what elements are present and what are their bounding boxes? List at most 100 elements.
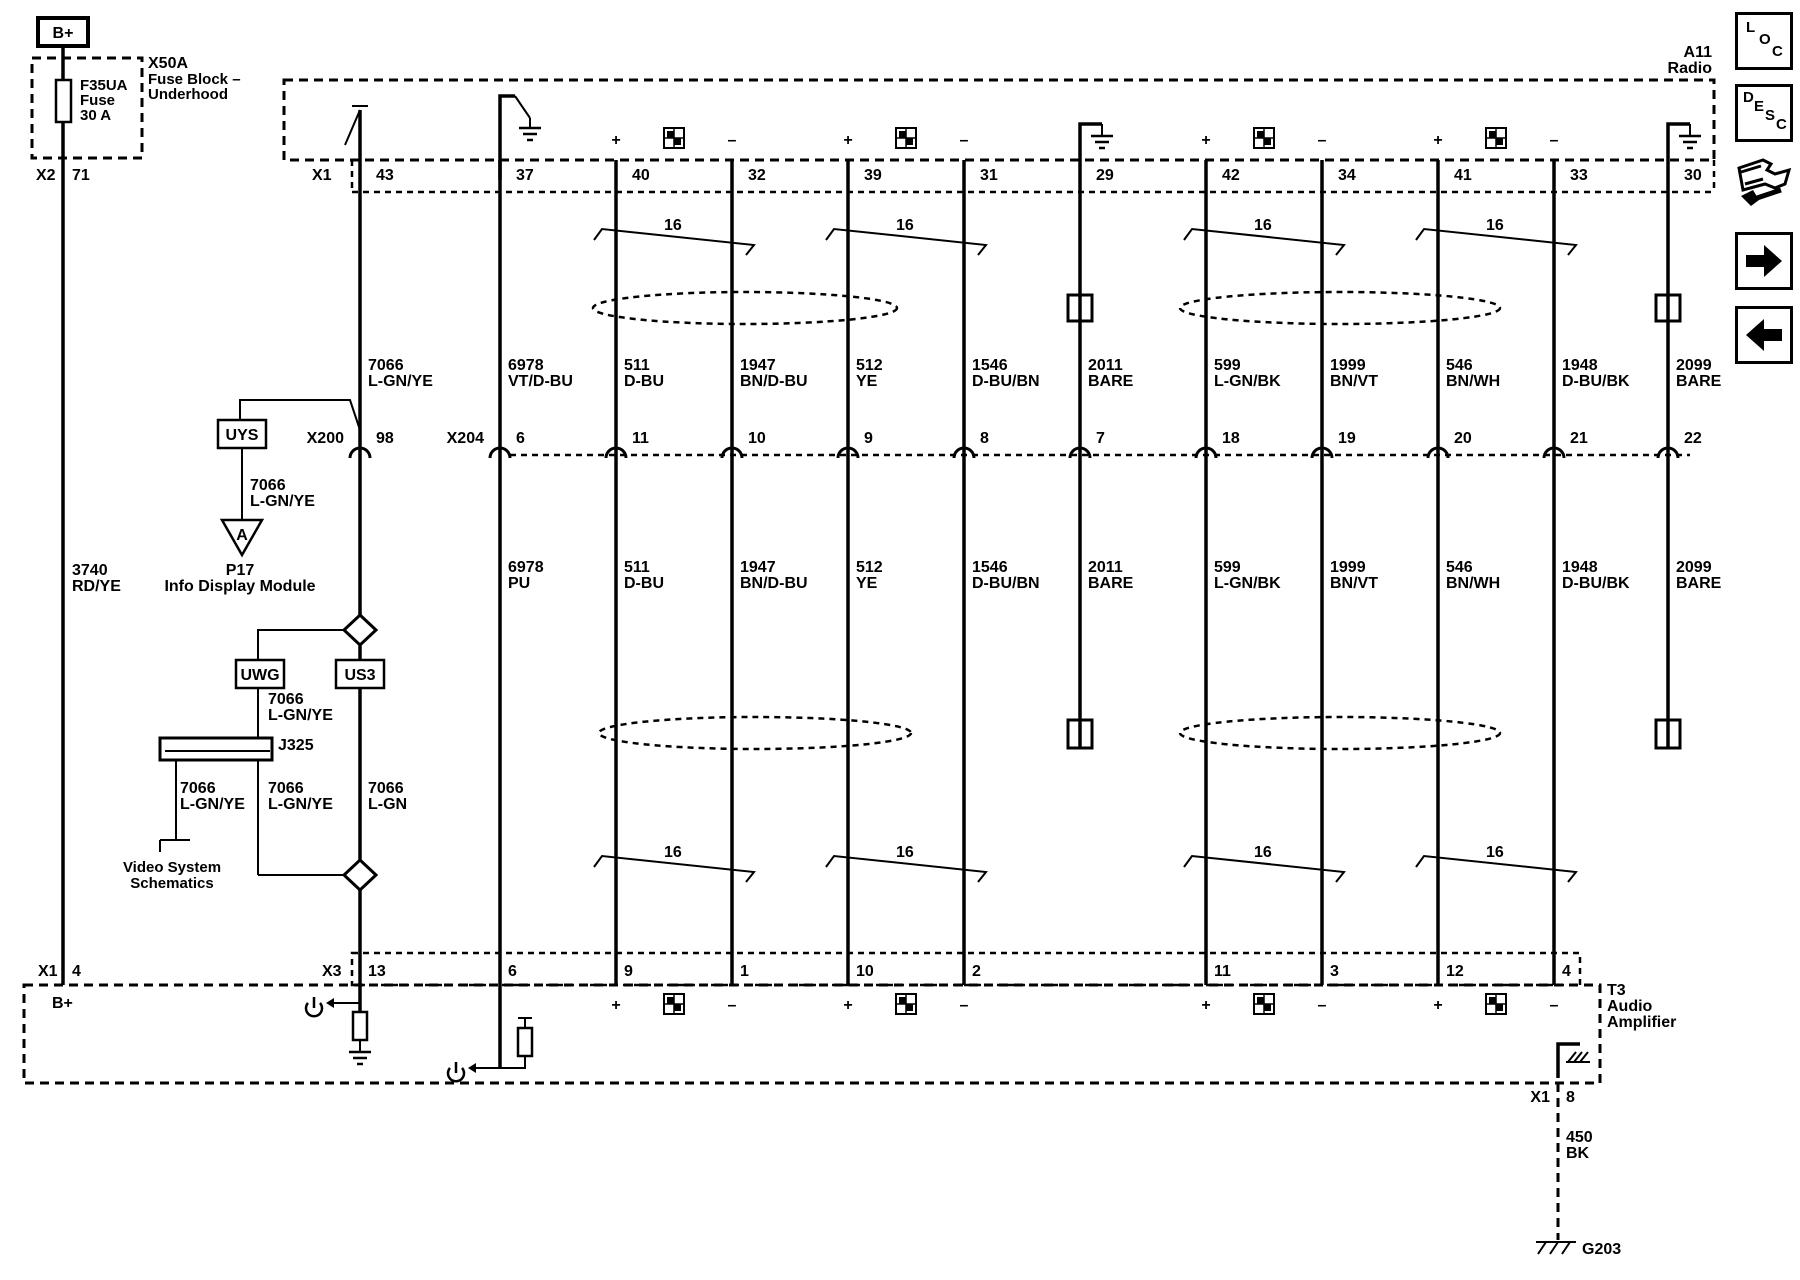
speaker-icon (1253, 127, 1275, 149)
amp-plus-2: + (1201, 997, 1210, 1014)
speaker-icon (1485, 127, 1507, 149)
upper-color-10: D-BU/BK (1562, 373, 1630, 390)
amp-x3-connector: X3 (322, 963, 342, 980)
lower-color-5: BARE (1088, 575, 1134, 592)
lower-wire-labels: 6978PU511D-BU1947BN/D-BU512YE1546D-BU/BN… (508, 559, 1722, 592)
amp-x1-connector: X1 (38, 963, 58, 980)
twist-label-upper-3: 16 (1486, 217, 1504, 234)
fuse-pin: 71 (72, 167, 90, 184)
radio-pin-7: 42 (1222, 167, 1240, 184)
desc-button[interactable]: D E S C (1735, 84, 1793, 142)
x204-pin-6: 18 (1222, 430, 1240, 447)
radio-outline (282, 78, 1716, 162)
lower-color-2: BN/D-BU (740, 575, 808, 592)
j325-connector (158, 736, 274, 762)
amp-x3-pin-0: 13 (368, 963, 386, 980)
lower-circuit-8: 546 (1446, 559, 1473, 576)
arrow-left-icon (1746, 319, 1782, 351)
previous-button[interactable] (1735, 306, 1793, 364)
radio-pin-8: 34 (1338, 167, 1356, 184)
wire-drain-6 (1078, 122, 1102, 185)
amp-pin13-load (304, 985, 373, 1066)
twist-lower-2 (1183, 854, 1346, 883)
x204-pin-2: 10 (748, 430, 766, 447)
j325-dest1: Video System (123, 859, 221, 876)
upper-circuit-2: 511 (624, 357, 650, 374)
amp-minus-3: – (1550, 997, 1559, 1014)
lower-circuit-0: 6978 (508, 559, 544, 576)
x204-pin-8: 20 (1454, 430, 1472, 447)
uys-label: UYS (226, 427, 259, 444)
twist-lower-1 (825, 854, 988, 883)
speaker-icon (1253, 993, 1275, 1015)
amp-x3-pin-6: 11 (1214, 963, 1231, 980)
fuse-block-desc1: Fuse Block – (148, 71, 241, 88)
radio-minus-0: – (728, 132, 737, 149)
upper-circuit-10: 1948 (1562, 357, 1598, 374)
radio-plus-0: + (611, 132, 620, 149)
radio-pin-1: 37 (516, 167, 534, 184)
radio-minus-3: – (1550, 132, 1559, 149)
speaker-icon (663, 993, 685, 1015)
upper-color-5: D-BU/BN (972, 373, 1040, 390)
upper-circuit-5: 1546 (972, 357, 1008, 374)
x204-pin-4: 8 (980, 430, 989, 447)
j325-id: J325 (278, 737, 314, 754)
upper-circuit-11: 2099 (1676, 357, 1712, 374)
amp-plus-3: + (1433, 997, 1442, 1014)
lower-color-1: D-BU (624, 575, 664, 592)
amp-minus-1: – (960, 997, 969, 1014)
amp-plus-1: + (843, 997, 852, 1014)
us3-color: L-GN (368, 796, 407, 813)
upper-wire-labels: 7066L-GN/YE6978VT/D-BU511D-BU1947BN/D-BU… (368, 357, 1722, 390)
j325-dest2: Schematics (130, 875, 213, 892)
amp-supply-label: B+ (52, 995, 73, 1012)
upper-circuit-1: 6978 (508, 357, 544, 374)
next-button[interactable] (1735, 232, 1793, 290)
radio-pin-4: 39 (864, 167, 882, 184)
ground-id: G203 (1582, 1241, 1621, 1258)
desc-icon: D E S C (1743, 89, 1787, 133)
lower-circuit-10: 2099 (1676, 559, 1712, 576)
amp-pin6-load (446, 985, 534, 1083)
x204-pin-3: 9 (864, 430, 873, 447)
twist-upper-2 (1183, 227, 1346, 256)
fuse-block-desc2: Underhood (148, 86, 228, 103)
twist-upper-1 (825, 227, 988, 256)
upper-circuit-3: 1947 (740, 357, 776, 374)
upper-circuit-6: 2011 (1088, 357, 1123, 374)
lower-color-9: D-BU/BK (1562, 575, 1630, 592)
uys-module-name: Info Display Module (164, 578, 315, 595)
radio-plus-3: + (1433, 132, 1442, 149)
lower-circuit-7: 1999 (1330, 559, 1366, 576)
x204-pin-0: 6 (516, 430, 525, 447)
connector-wrench-button[interactable] (1735, 150, 1793, 216)
radio-pin-9: 41 (1454, 167, 1472, 184)
j325-wire-circuit: 7066 (268, 780, 304, 797)
x204-pin-5: 7 (1096, 430, 1105, 447)
amp-x3-pin-8: 12 (1446, 963, 1464, 980)
x204-id: X204 (447, 430, 484, 447)
shield-upper-b (1178, 290, 1682, 326)
amp-id: T3 (1607, 982, 1626, 999)
loc-button[interactable]: L O C (1735, 12, 1793, 70)
loc-icon: L O C (1746, 19, 1783, 60)
splice-upper (341, 612, 379, 648)
radio-id: A11 (1684, 44, 1713, 61)
amp-x3-pin-9: 4 (1562, 963, 1571, 980)
fuse-symbol (54, 78, 73, 124)
radio-pin-2: 40 (632, 167, 650, 184)
arrow-right-icon (1746, 245, 1782, 277)
x204-pin-7: 19 (1338, 430, 1356, 447)
twist-label-upper-2: 16 (1254, 217, 1272, 234)
radio-pin-0: 43 (376, 167, 394, 184)
radio-connector: X1 (312, 167, 332, 184)
twist-label-lower-1: 16 (896, 844, 914, 861)
radio-plus-2: + (1201, 132, 1210, 149)
fuse-id: F35UA (80, 77, 128, 94)
radio-pin-11: 30 (1684, 167, 1702, 184)
upper-color-2: D-BU (624, 373, 664, 390)
